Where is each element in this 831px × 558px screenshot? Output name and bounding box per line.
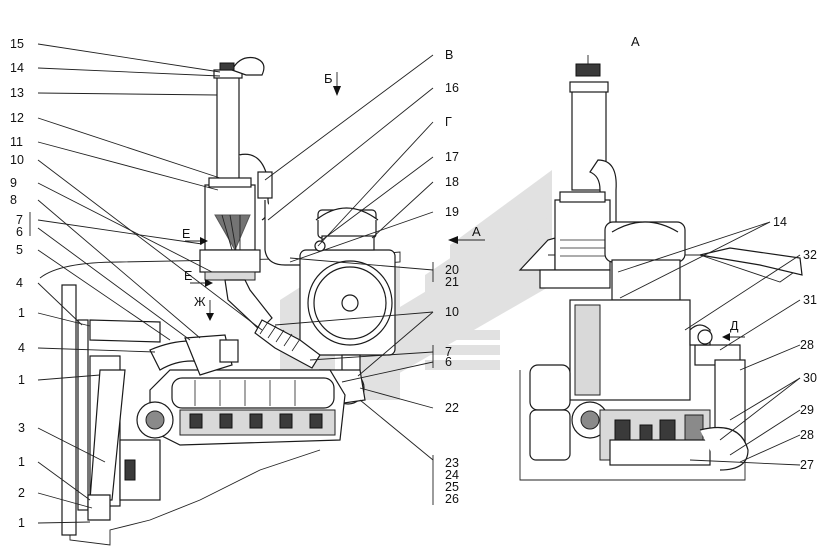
callout-label: 1 (18, 306, 25, 320)
callout-label: 1 (18, 516, 25, 530)
callout-label: 7 (445, 345, 452, 359)
callout-label: 18 (445, 175, 459, 189)
callout-label: 21 (445, 275, 459, 289)
callout-label: В (445, 48, 453, 62)
callout-label: 10 (10, 153, 24, 167)
callout-label: 27 (800, 458, 814, 472)
callout-label: 29 (800, 403, 814, 417)
callout-label: 4 (18, 341, 25, 355)
exhaust-pipe-13 (216, 74, 240, 186)
arrow-b-label: Б (324, 71, 333, 86)
callout-label: 19 (445, 205, 459, 219)
callout-label: 28 (800, 338, 814, 352)
callout-label: 24 (445, 468, 459, 482)
view-arrows (185, 72, 745, 341)
arrow-a-label: А (472, 224, 481, 239)
callout-label: 30 (803, 371, 817, 385)
callout-label: 28 (800, 428, 814, 442)
arrow-zh-label: Ж (194, 295, 206, 309)
view-a-title: А (631, 34, 640, 49)
callout-label: 9 (10, 176, 17, 190)
left-view (39, 56, 401, 546)
arrow-e-label-2: Е (184, 269, 192, 283)
callout-label: 2 (18, 486, 25, 500)
callout-label: 13 (10, 86, 24, 100)
callout-label: 20 (445, 263, 459, 277)
callout-label: 1 (18, 455, 25, 469)
right-callout-labels: 14 32 31 28 30 29 28 27 (773, 215, 817, 472)
callout-label: 11 (10, 135, 23, 149)
callout-label: 6 (445, 355, 452, 369)
callout-label: 8 (10, 193, 17, 207)
callout-label: 15 (10, 37, 24, 51)
callout-label: 32 (803, 248, 817, 262)
callout-label: 7 (16, 213, 23, 227)
callout-label: 3 (18, 421, 25, 435)
callout-label: 22 (445, 401, 459, 415)
callout-label: 4 (16, 276, 23, 290)
right-view (518, 55, 803, 481)
callout-label: 26 (445, 492, 459, 506)
callout-label: 10 (445, 305, 459, 319)
callout-label: 6 (16, 225, 23, 239)
callout-label: 14 (10, 61, 24, 75)
callout-label: 17 (445, 150, 459, 164)
callout-label: Г (445, 115, 452, 129)
arrow-e-label-1: Е (182, 227, 190, 241)
callout-label: 31 (803, 293, 817, 307)
callout-label: 1 (18, 373, 25, 387)
callout-label: 23 (445, 456, 459, 470)
callout-label: 12 (10, 111, 24, 125)
callout-label: 25 (445, 480, 459, 494)
callout-label: 16 (445, 81, 459, 95)
leader-lines (29, 43, 801, 524)
callout-label: 5 (16, 243, 23, 257)
callout-label: 14 (773, 215, 787, 229)
arrow-d-label: Д (730, 319, 739, 333)
